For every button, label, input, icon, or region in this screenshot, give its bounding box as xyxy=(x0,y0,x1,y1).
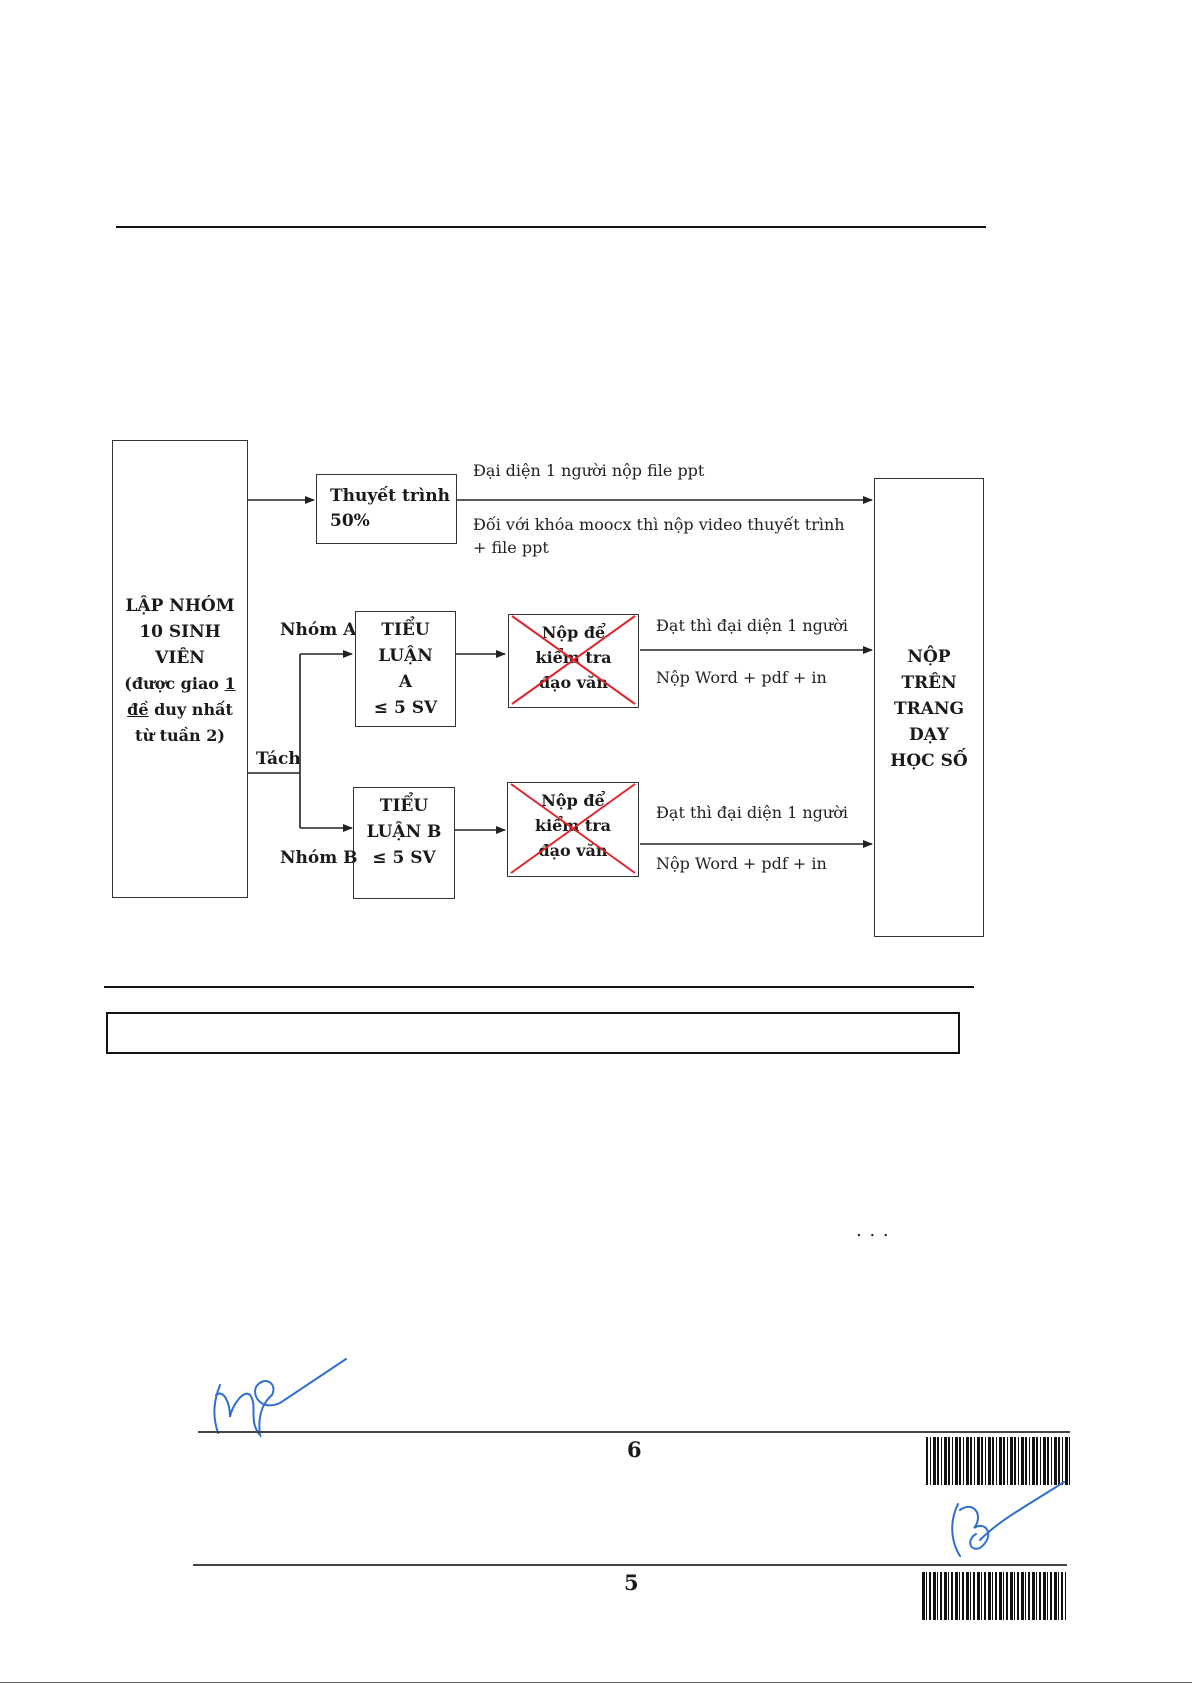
footer-rule-lower xyxy=(193,1564,1067,1566)
barcode-upper-icon xyxy=(926,1437,1070,1485)
end-box xyxy=(874,478,984,937)
signature-upper-icon xyxy=(213,1358,347,1439)
end-box-line: TRÊN xyxy=(901,673,957,693)
barcode-lower-icon xyxy=(922,1572,1066,1620)
group-b-note-below: Nộp Word + pdf + in xyxy=(656,854,827,873)
cross-out-a-icon xyxy=(511,615,636,705)
underlined-word: đề xyxy=(127,700,149,719)
plagiarism-check-b-text: Nộp để kiểm tra đạo văn xyxy=(507,788,639,863)
check-a-line: đạo văn xyxy=(538,673,609,692)
essay-a-line: TIỂU xyxy=(381,620,430,640)
group-a-note-below: Nộp Word + pdf + in xyxy=(656,668,827,687)
essay-b-text: TIỂU LUẬN B ≤ 5 SV xyxy=(353,793,455,871)
page-number-upper: 6 xyxy=(627,1437,642,1462)
presentation-percent: 50% xyxy=(330,511,370,531)
end-box-line: NỘP xyxy=(907,647,951,667)
group-a-label: Nhóm A xyxy=(280,620,357,640)
check-a-line: kiểm tra xyxy=(535,648,612,667)
end-box-line: DẠY xyxy=(908,725,950,745)
essay-a-text: TIỂU LUẬN A ≤ 5 SV xyxy=(355,617,456,721)
essay-b-line: ≤ 5 SV xyxy=(372,848,436,868)
empty-heading-box xyxy=(106,1012,960,1054)
essay-b-box xyxy=(353,787,455,899)
cross-out-b-icon xyxy=(510,783,636,874)
essay-b-line: LUẬN B xyxy=(366,822,442,842)
essay-a-box xyxy=(355,611,456,727)
essay-b-line: TIỂU xyxy=(379,796,429,816)
group-b-label: Nhóm B xyxy=(280,848,358,868)
bottom-edge-rule xyxy=(0,1682,1192,1683)
split-label: Tách xyxy=(256,749,301,769)
start-box-line: 10 SINH xyxy=(139,622,221,642)
end-box-line: HỌC SỐ xyxy=(890,751,968,771)
end-box-line: TRANG xyxy=(893,699,965,719)
start-box-line: VIÊN xyxy=(155,648,205,668)
essay-a-line: LUẬN xyxy=(378,646,433,666)
start-box xyxy=(112,440,248,898)
signature-lower-icon xyxy=(951,1481,1065,1557)
check-b-line: Nộp để xyxy=(541,791,605,810)
presentation-note-below-1: Đối với khóa moocx thì nộp video thuyết … xyxy=(473,515,845,534)
plagiarism-check-a-text: Nộp để kiểm tra đạo văn xyxy=(508,620,639,695)
check-a-line: Nộp để xyxy=(541,623,606,642)
footer-rule-upper xyxy=(198,1431,1070,1433)
start-box-line: LẬP NHÓM xyxy=(125,596,235,616)
presentation-box xyxy=(316,474,457,544)
presentation-word-1: Thuyết xyxy=(330,486,396,506)
essay-a-line: A xyxy=(398,672,413,692)
page-number-lower: 5 xyxy=(624,1570,639,1595)
start-box-line: (được giao 1 xyxy=(124,674,236,693)
underlined-number: 1 xyxy=(224,674,236,693)
end-box-text: NỘP TRÊN TRANG DẠY HỌC SỐ xyxy=(874,644,984,774)
check-b-line: đạo văn xyxy=(538,841,608,860)
start-box-line: từ tuần 2) xyxy=(135,726,225,745)
top-rule xyxy=(116,226,986,228)
check-b-line: kiểm tra xyxy=(534,816,612,835)
presentation-word-2: trình xyxy=(402,486,450,506)
presentation-box-text: Thuyết trình 50% xyxy=(330,484,450,534)
mid-rule xyxy=(104,986,974,988)
essay-a-line: ≤ 5 SV xyxy=(373,698,438,718)
ellipsis: . . . xyxy=(856,1220,890,1241)
group-b-note-above: Đạt thì đại diện 1 người xyxy=(656,803,848,822)
start-box-text: LẬP NHÓM 10 SINH VIÊN (được giao 1 đề du… xyxy=(112,593,248,749)
group-a-note-above: Đạt thì đại diện 1 người xyxy=(656,616,848,635)
presentation-note-above: Đại diện 1 người nộp file ppt xyxy=(473,461,705,480)
start-box-line: đề duy nhất xyxy=(127,700,233,719)
presentation-note-below-2: + file ppt xyxy=(473,538,549,557)
